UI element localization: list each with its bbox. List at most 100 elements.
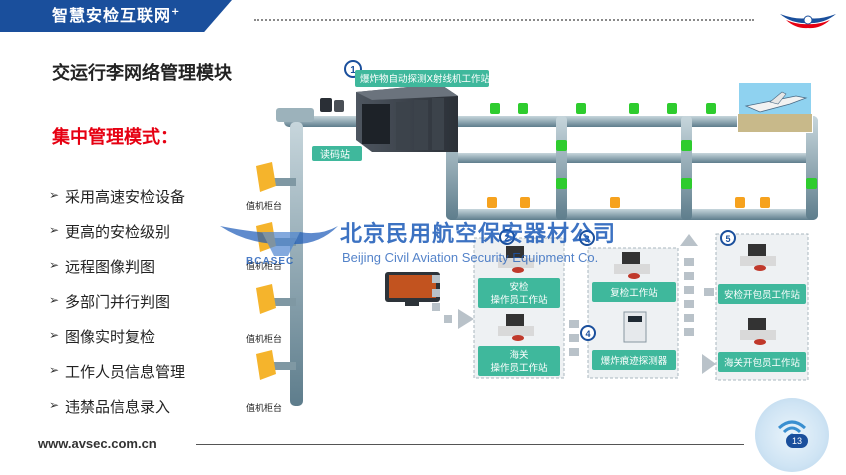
- workstation-desk-icon: [498, 314, 534, 341]
- customs-operator-label: 海关 操作员工作站: [478, 346, 560, 376]
- trace-detector-label: 爆炸痕迹探测器: [592, 350, 676, 370]
- bag-suspect-icon: [487, 197, 497, 208]
- belt-feeder-4: [272, 362, 296, 370]
- bag-suspect-icon: [760, 197, 770, 208]
- bag-clear-icon: [706, 103, 716, 114]
- belt-collector: [290, 122, 303, 406]
- watermark-company-en: Beijing Civil Aviation Security Equipmen…: [342, 250, 599, 265]
- list-item: ➢违禁品信息录入: [49, 398, 171, 416]
- belt-vertical-1: [556, 116, 567, 220]
- step-5-number: 5: [725, 234, 730, 244]
- svg-text:值机柜台: 值机柜台: [246, 333, 282, 345]
- reader-station-label-bg: [312, 146, 362, 161]
- mode-title: 集中管理模式：: [52, 127, 178, 148]
- footer-divider: [196, 444, 744, 445]
- company-logo: [778, 8, 838, 42]
- bag-suspect-icon: [520, 197, 530, 208]
- bag-clear-icon: [806, 178, 817, 189]
- bag-clear-icon: [490, 103, 500, 114]
- bag-suspect-icon: [610, 197, 620, 208]
- arrow-icon: ➢: [49, 223, 60, 237]
- workstation-desk-icon: [614, 252, 650, 279]
- security-unpack-label: 安检开包员工作站: [718, 284, 806, 304]
- step-4-number: 4: [585, 329, 590, 339]
- bag-clear-icon: [681, 178, 692, 189]
- module-title: 交运行李网络管理模块: [52, 63, 232, 84]
- entry-tray: [276, 108, 314, 122]
- belt-bottom: [446, 209, 818, 220]
- xray-station-label: 爆炸物自动探测X射线机工作站: [360, 73, 491, 85]
- bag-clear-icon: [556, 140, 567, 151]
- bag-clear-icon: [518, 103, 528, 114]
- workstation-desk-icon: [740, 318, 776, 345]
- title-tab: 智慧安检互联网+: [0, 0, 232, 32]
- step-4-badge: [580, 325, 596, 341]
- page-number: 13: [786, 434, 808, 448]
- workstation-desk-icon: [740, 244, 776, 271]
- page-badge: 13: [755, 398, 829, 472]
- arrow-icon: ➢: [49, 328, 60, 342]
- feature-list: ➢采用高速安检设备 ➢更高的安检级别 ➢远程图像判图 ➢多部门并行判图 ➢图像实…: [49, 186, 185, 431]
- step-2-number: 2: [504, 233, 509, 243]
- bag-clear-icon: [667, 103, 677, 114]
- step-3-number: 3: [584, 234, 589, 244]
- watermark-abbr: BCASEC: [246, 256, 295, 267]
- list-item: ➢采用高速安检设备: [49, 188, 186, 206]
- workstation-desk-icon: [498, 246, 534, 273]
- svg-text:安检: 安检: [509, 281, 529, 293]
- arrow-icon: ➢: [49, 258, 60, 272]
- wings-logo-icon: [780, 14, 836, 29]
- watermark-logo-icon: [220, 226, 338, 256]
- arrow-icon: ➢: [49, 398, 60, 412]
- list-item: ➢多部门并行判图: [49, 293, 171, 311]
- svg-text:安检开包员工作站: 安检开包员工作站: [724, 289, 801, 301]
- airplane-icon: [737, 81, 813, 133]
- svg-text:操作员工作站: 操作员工作站: [490, 362, 548, 374]
- bag-clear-icon: [576, 103, 586, 114]
- svg-text:值机柜台: 值机柜台: [246, 402, 282, 414]
- list-item: ➢远程图像判图: [49, 258, 156, 276]
- belt-mid: [446, 153, 818, 163]
- luggage-icon: [320, 98, 332, 112]
- belt-feeder-3: [272, 298, 296, 306]
- monitor-icon: [385, 272, 440, 306]
- checkin-counters: 值机柜台 值机柜台 值机柜台 值机柜台: [246, 162, 282, 414]
- svg-text:海关: 海关: [509, 349, 529, 361]
- header-dotted-line: [254, 19, 754, 21]
- luggage-icon: [334, 100, 344, 112]
- svg-text:爆炸痕迹探测器: 爆炸痕迹探测器: [601, 355, 668, 367]
- footer-url[interactable]: www.avsec.com.cn: [38, 436, 157, 451]
- belt-feeder-1: [272, 178, 296, 186]
- list-item: ➢图像实时复检: [49, 328, 156, 346]
- recheck-station-label: 复检工作站: [592, 282, 676, 302]
- security-operator-label: 安检 操作员工作站: [478, 278, 560, 308]
- svg-text:值机柜台: 值机柜台: [246, 200, 282, 212]
- svg-text:海关开包员工作站: 海关开包员工作站: [724, 357, 801, 369]
- belt-vertical-2: [681, 116, 692, 220]
- svg-text:值机柜台: 值机柜台: [246, 260, 282, 272]
- bags-on-top-belt: [490, 103, 716, 114]
- step-3-badge: [579, 230, 595, 246]
- svg-text:操作员工作站: 操作员工作站: [490, 294, 548, 306]
- customs-unpack-label: 海关开包员工作站: [718, 352, 806, 372]
- xray-station-label-bg: [355, 70, 489, 87]
- bag-clear-icon: [681, 140, 692, 151]
- checkin-counter: 值机柜台: [246, 284, 282, 345]
- arrow-icon: ➢: [49, 363, 60, 377]
- arrow-icon: ➢: [49, 188, 60, 202]
- svg-text:复检工作站: 复检工作站: [610, 287, 658, 299]
- belt-vertical-3: [806, 116, 818, 220]
- step-1-number: 1: [350, 65, 356, 76]
- checkin-counter: 值机柜台: [246, 350, 282, 414]
- list-item: ➢更高的安检级别: [49, 223, 171, 241]
- step-5-badge: [720, 230, 736, 246]
- reader-station-label: 读码站: [320, 148, 350, 161]
- checkin-counter: 值机柜台: [246, 162, 282, 212]
- bag-clear-icon: [629, 103, 639, 114]
- step-2-badge: [499, 229, 515, 245]
- tab-title: 智慧安检互联网+: [52, 6, 181, 25]
- trace-detector-icon: [623, 311, 647, 343]
- arrow-icon: ➢: [49, 293, 60, 307]
- list-item: ➢工作人员信息管理: [49, 363, 186, 381]
